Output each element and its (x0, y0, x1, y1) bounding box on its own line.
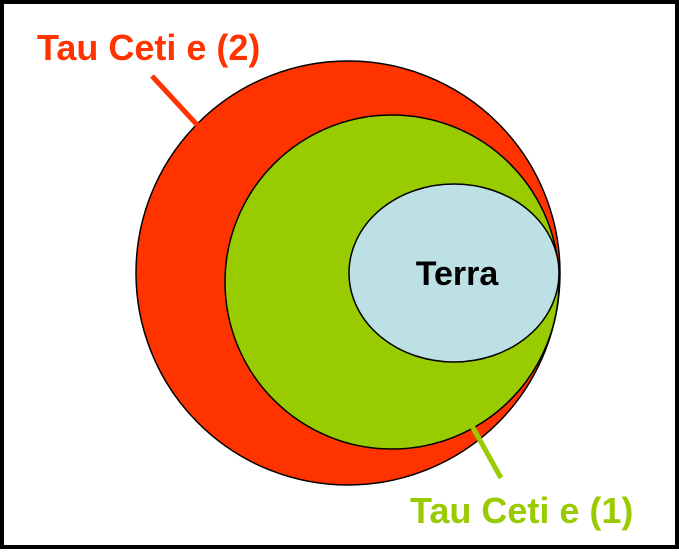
tau-ceti-e-2-leader-line (150, 74, 202, 130)
planet-size-diagram: Tau Ceti e (2) Tau Ceti e (1) Terra (37, 27, 633, 531)
terra-circle (348, 183, 560, 363)
tau-ceti-e-2-label: Tau Ceti e (2) (37, 27, 260, 68)
tau-ceti-e-1-label: Tau Ceti e (1) (410, 490, 633, 531)
terra-label: Terra (416, 255, 500, 293)
tau-ceti-e-1-leader-line (469, 424, 504, 480)
